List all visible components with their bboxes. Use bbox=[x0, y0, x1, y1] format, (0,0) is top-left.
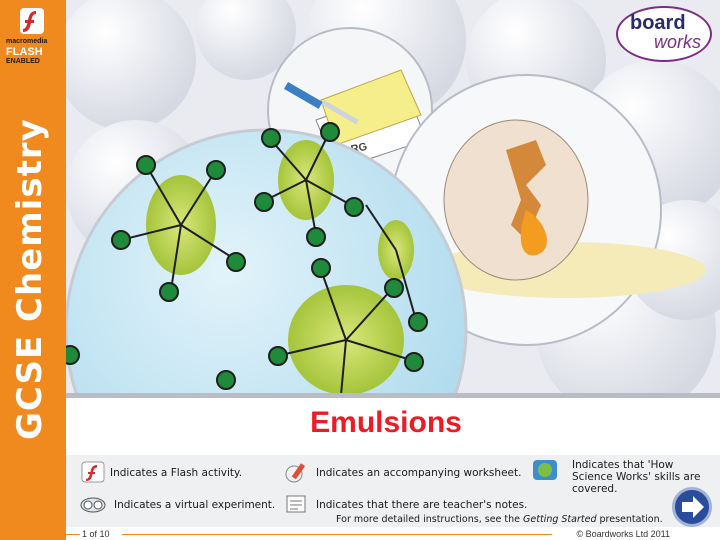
instructions-suffix: presentation. bbox=[596, 514, 663, 525]
instructions-text: For more detailed instructions, see the … bbox=[336, 514, 663, 525]
instructions-prefix: For more detailed instructions, see the bbox=[336, 514, 524, 525]
virtual-experiment-goggles-icon bbox=[80, 493, 106, 515]
course-title: GCSE Chemistry bbox=[10, 118, 50, 440]
sidebar: macromedia FLASH ENABLED GCSE Chemistry bbox=[0, 0, 66, 540]
eggshell-crack bbox=[506, 140, 546, 240]
arrow-right-icon bbox=[682, 496, 704, 518]
legend-virtual: Indicates a virtual experiment. bbox=[114, 499, 276, 511]
flash-activity-icon bbox=[80, 461, 106, 483]
how-science-works-icon bbox=[532, 459, 558, 481]
worksheet-pencil-icon bbox=[284, 461, 310, 483]
logo-text-board: board bbox=[630, 12, 686, 34]
next-slide-button[interactable] bbox=[672, 487, 712, 527]
flash-enabled-text: macromedia FLASH ENABLED bbox=[6, 38, 58, 66]
legend-flash: Indicates a Flash activity. bbox=[110, 467, 243, 479]
hero-art: MARG bbox=[66, 0, 720, 398]
boardworks-logo: board works bbox=[616, 6, 712, 62]
legend-hsw: Indicates that 'How Science Works' skill… bbox=[572, 459, 701, 495]
teacher-notes-icon bbox=[284, 493, 310, 515]
knife-handle bbox=[284, 82, 323, 109]
egg-shell bbox=[443, 119, 589, 281]
footer-rule-left bbox=[66, 534, 80, 535]
bubble bbox=[66, 0, 196, 130]
getting-started-link[interactable]: Getting Started bbox=[523, 514, 597, 525]
flash-enabled-badge: macromedia FLASH ENABLED bbox=[6, 8, 54, 68]
page-counter: 1 of 10 bbox=[82, 529, 110, 539]
hero-illustration: MARG bbox=[66, 0, 720, 398]
emulsifier-molecules bbox=[66, 122, 428, 396]
knife-blade bbox=[321, 100, 359, 125]
legend-worksheet: Indicates an accompanying worksheet. bbox=[316, 467, 522, 479]
legend-panel: Indicates a Flash activity. Indicates an… bbox=[66, 455, 720, 527]
flash-icon bbox=[20, 8, 44, 34]
footer-rule-center bbox=[122, 534, 552, 535]
egg-yolk bbox=[520, 210, 547, 256]
bubble bbox=[196, 0, 296, 80]
legend-teacher-notes: Indicates that there are teacher's notes… bbox=[316, 499, 528, 511]
flash-big-label: FLASH bbox=[6, 46, 43, 58]
logo-text-works: works bbox=[654, 32, 702, 52]
flash-small-label: macromedia bbox=[6, 38, 48, 45]
flash-enabled-label: ENABLED bbox=[6, 58, 40, 65]
slide-title: Emulsions bbox=[310, 406, 462, 439]
copyright: © Boardworks Ltd 2011 bbox=[576, 529, 670, 539]
